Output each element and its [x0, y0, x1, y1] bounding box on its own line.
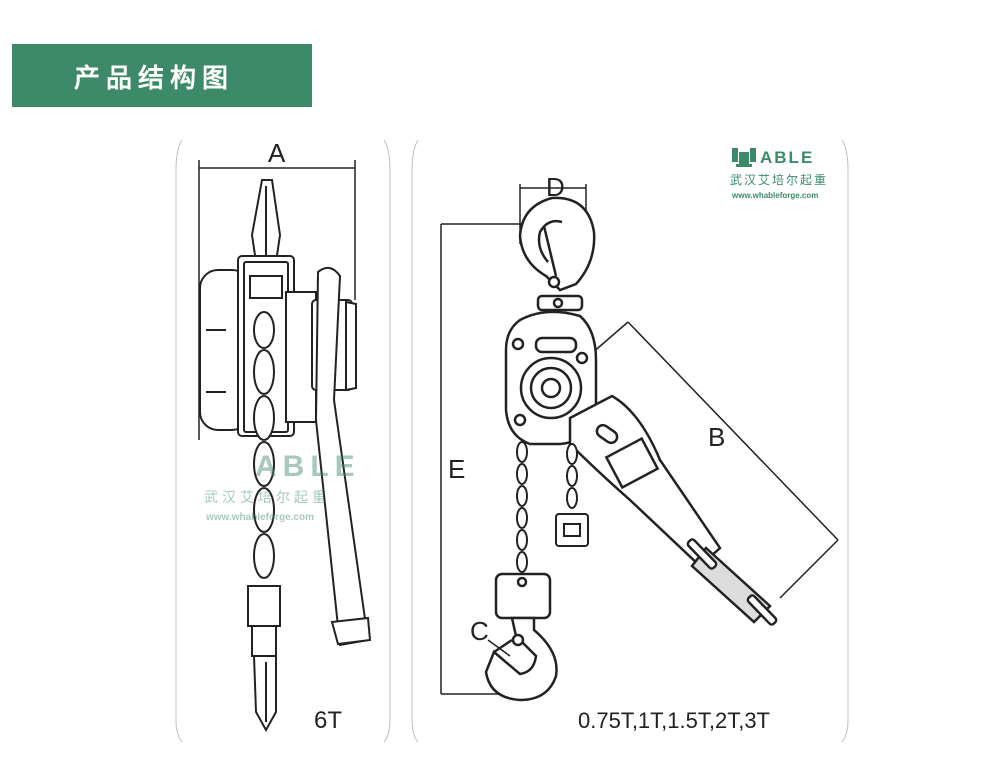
watermark-left: ABLE 武汉艾培尔起重 www.whableforge.com [204, 450, 361, 523]
top-hook-front [518, 196, 596, 312]
dimension-b-label: B [708, 422, 725, 452]
svg-text:武汉艾培尔起重: 武汉艾培尔起重 [204, 489, 330, 505]
dimension-e-label: E [448, 454, 465, 484]
top-hook-side [250, 179, 282, 263]
left-capacity-label: 6T [314, 707, 342, 734]
section-banner: 产品结构图 [12, 44, 312, 107]
lever-handle-front [568, 394, 722, 568]
svg-text:www.whableforge.com: www.whableforge.com [205, 512, 314, 523]
logo-company-cn: 武汉艾培尔起重 [730, 172, 828, 187]
hoist-body-side [199, 255, 357, 437]
dimension-a-label: A [268, 138, 286, 168]
slack-chain-front [555, 443, 589, 547]
hoist-body-front [504, 310, 598, 446]
logo-emblem-icon [732, 148, 756, 167]
dimension-c-label: C [470, 616, 489, 646]
load-chain-side [253, 311, 275, 579]
right-panel-frame [411, 139, 419, 743]
section-title: 产品结构图 [74, 64, 235, 94]
right-panel-frame-right [841, 139, 849, 743]
brand-logo: ABLE 武汉艾培尔起重 www.whableforge.com [730, 148, 828, 200]
right-capacity-label: 0.75T,1T,1.5T,2T,3T [578, 708, 770, 733]
load-chain-front [516, 441, 528, 573]
logo-website: www.whableforge.com [731, 191, 818, 200]
dimension-d-label: D [546, 172, 565, 202]
left-panel-frame-right [383, 139, 391, 743]
svg-text:ABLE: ABLE [255, 450, 361, 483]
left-panel-frame [175, 139, 183, 743]
bottom-hook-side [247, 585, 281, 733]
lever-grip [686, 538, 778, 626]
logo-word: ABLE [760, 148, 814, 167]
lever-handle-side [314, 266, 372, 647]
bottom-hook-front [484, 572, 558, 702]
